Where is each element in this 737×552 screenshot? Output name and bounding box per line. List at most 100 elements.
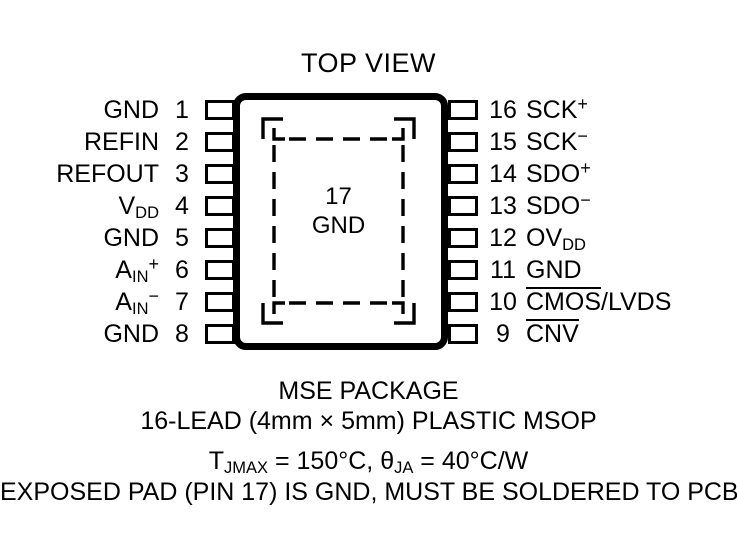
- pin-number-8: 8: [175, 319, 189, 348]
- pin-number-4: 4: [175, 191, 189, 220]
- pin-label-row-6: AIN+ 6: [0, 254, 198, 286]
- pin-label-row-5: GND 5: [0, 224, 198, 252]
- pin-number-16: 16: [489, 95, 517, 124]
- pin-name-10-overlined: CMOS: [526, 287, 601, 316]
- pin-name-13-base: SDO: [526, 191, 581, 220]
- lead-pin-6: [205, 260, 235, 280]
- pin-name-12-subscript: DD: [562, 235, 586, 254]
- pin-name-5: GND: [103, 223, 159, 252]
- pin-name-7-base: A: [115, 287, 132, 316]
- lead-pin-16: [448, 100, 478, 120]
- lead-pin-14: [448, 164, 478, 184]
- exposed-pad-outline: [261, 117, 416, 325]
- theta-ja-value: = 40°C/W: [413, 447, 529, 475]
- pin-name-9-overlined: CNV: [526, 319, 579, 348]
- lead-pin-15: [448, 132, 478, 152]
- thermal-spec-caption: TJMAX = 150°C, θJA = 40°C/W: [0, 447, 737, 478]
- pin-name-14: SDO+: [526, 157, 591, 189]
- lead-pin-4: [205, 196, 235, 216]
- pin-name-12: OVDD: [526, 223, 586, 254]
- pin-label-row-9: 9 CNV: [487, 319, 737, 348]
- pin-label-row-3: REFOUT 3: [0, 160, 198, 188]
- pin-label-row-8: GND 8: [0, 320, 198, 348]
- pin-name-15: SCK−: [526, 125, 588, 157]
- pin-name-15-superscript: −: [577, 125, 588, 146]
- pin-label-row-1: GND 1: [0, 96, 198, 124]
- pin-number-5: 5: [175, 223, 189, 252]
- pin-name-14-superscript: +: [580, 157, 591, 178]
- package-name-caption: MSE PACKAGE: [278, 377, 459, 405]
- pin-name-7: AIN−: [115, 285, 159, 318]
- pin-label-row-14: 14 SDO+: [487, 158, 737, 188]
- pin-number-2: 2: [175, 127, 189, 156]
- lead-pin-9: [448, 324, 478, 344]
- pin-name-6: AIN+: [115, 253, 159, 286]
- pin-name-16: SCK+: [526, 93, 588, 125]
- pin-label-row-10: 10 CMOS/LVDS: [487, 287, 737, 316]
- lead-pin-1: [205, 100, 235, 120]
- pin-name-2: REFIN: [84, 127, 159, 156]
- lead-pin-13: [448, 196, 478, 216]
- pin-name-4-base: V: [118, 191, 136, 220]
- pin-name-10-suffix: /LVDS: [601, 288, 672, 316]
- exposed-pad-label: 17 GND: [261, 182, 416, 240]
- theta-ja-label: θ: [380, 447, 395, 475]
- top-view-title: TOP VIEW: [300, 48, 437, 78]
- pin-name-3: REFOUT: [56, 159, 159, 188]
- lead-description-caption: 16-LEAD (4mm × 5mm) PLASTIC MSOP: [140, 407, 597, 435]
- pin-name-11: GND: [526, 255, 582, 284]
- tjmax-label: T: [208, 447, 225, 475]
- pin-name-7-superscript: −: [148, 285, 159, 306]
- pin-name-16-base: SCK: [526, 95, 578, 124]
- pin-number-7: 7: [175, 287, 189, 316]
- exposed-pad-note-caption: EXPOSED PAD (PIN 17) IS GND, MUST BE SOL…: [0, 478, 737, 506]
- pin-name-13: SDO−: [526, 189, 591, 221]
- pin-label-row-7: AIN− 7: [0, 286, 198, 318]
- pin-number-9: 9: [496, 319, 510, 348]
- pin-name-6-superscript: +: [148, 253, 159, 274]
- pin-name-9: CNV: [526, 319, 579, 349]
- pin-name-7-subscript: IN: [131, 299, 149, 318]
- pin-name-1: GND: [103, 95, 159, 124]
- pin-name-4-subscript: DD: [135, 203, 159, 222]
- pin-label-row-12: 12 OVDD: [487, 224, 737, 254]
- pin-number-14: 14: [489, 159, 517, 188]
- pin-name-12-base: OV: [526, 223, 563, 252]
- exposed-pad-name: GND: [311, 212, 366, 239]
- pin-label-row-13: 13 SDO−: [487, 190, 737, 220]
- pin-name-13-superscript: −: [580, 189, 591, 210]
- pin-number-11: 11: [490, 255, 516, 284]
- pin-number-13: 13: [489, 191, 517, 220]
- tjmax-subscript: JMAX: [224, 459, 269, 478]
- lead-pin-2: [205, 132, 235, 152]
- package-body-outline: [233, 93, 448, 350]
- pin-name-6-subscript: IN: [131, 267, 149, 286]
- lead-pin-11: [448, 260, 478, 280]
- lead-pin-8: [205, 324, 235, 344]
- pin-name-6-base: A: [115, 255, 132, 284]
- pin-number-1: 1: [175, 95, 189, 124]
- pin-label-row-11: 11 GND: [487, 256, 737, 284]
- pin-number-12: 12: [489, 223, 517, 252]
- pin-number-10: 10: [489, 287, 517, 316]
- pin-label-row-2: REFIN 2: [0, 128, 198, 156]
- pin-number-15: 15: [489, 127, 517, 156]
- pin-name-15-base: SCK: [526, 127, 578, 156]
- tjmax-value: = 150°C,: [268, 447, 381, 475]
- pin-number-3: 3: [175, 159, 189, 188]
- pin-label-row-4: VDD 4: [0, 192, 198, 222]
- lead-pin-10: [448, 292, 478, 312]
- pin-number-6: 6: [175, 255, 189, 284]
- pin-name-4: VDD: [118, 191, 159, 222]
- pin-name-16-superscript: +: [577, 93, 588, 114]
- lead-pin-7: [205, 292, 235, 312]
- theta-ja-subscript: JA: [394, 459, 414, 478]
- lead-pin-3: [205, 164, 235, 184]
- pin-label-row-15: 15 SCK−: [487, 126, 737, 156]
- pin-name-14-base: SDO: [526, 159, 581, 188]
- pin-name-10: CMOS/LVDS: [526, 287, 671, 317]
- pin-name-8: GND: [103, 319, 159, 348]
- pin-label-row-16: 16 SCK+: [487, 94, 737, 124]
- lead-pin-5: [205, 228, 235, 248]
